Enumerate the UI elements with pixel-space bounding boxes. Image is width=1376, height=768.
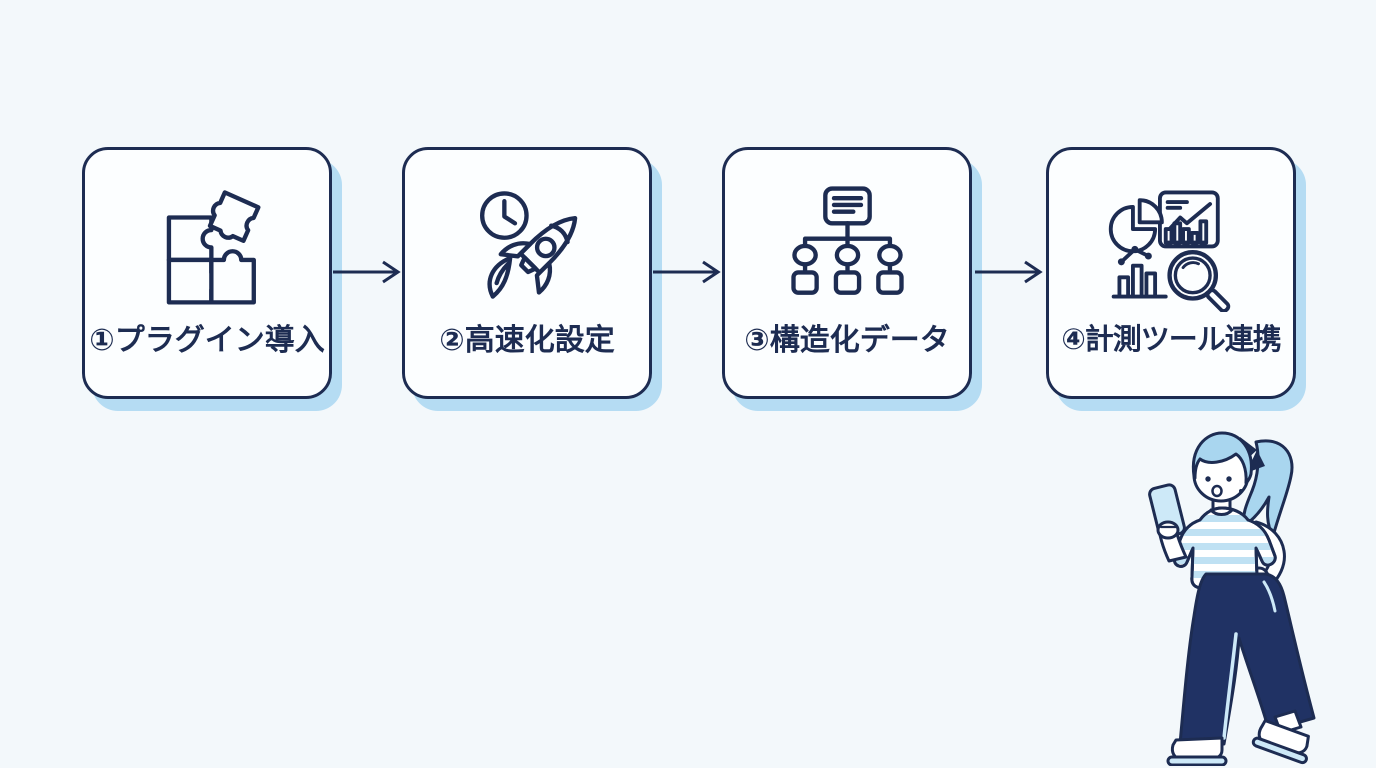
pants [1178,572,1316,746]
step-card-2: ②高速化設定 [402,147,652,399]
step-card-1: ①プラグイン導入 [82,147,332,399]
step-label-2: ②高速化設定 [439,324,615,357]
rocket-clock-icon [457,174,597,314]
step-label-3: ③構造化データ [744,324,950,357]
arrow-right-icon [332,258,402,286]
step-label-1: ①プラグイン導入 [89,324,325,357]
sitemap-icon [777,174,917,314]
ponytail-hair [1242,439,1294,538]
step-label-4: ④計測ツール連携 [1061,324,1282,356]
arrow-right-icon [652,258,722,286]
step-card-4: ④計測ツール連携 [1046,147,1296,399]
arrow-right-icon [974,258,1044,286]
analytics-magnifier-icon [1101,174,1241,314]
puzzle-pieces-icon [137,174,277,314]
woman-with-smartphone-illustration [1118,420,1376,767]
step-card-3: ③構造化データ [722,147,972,399]
